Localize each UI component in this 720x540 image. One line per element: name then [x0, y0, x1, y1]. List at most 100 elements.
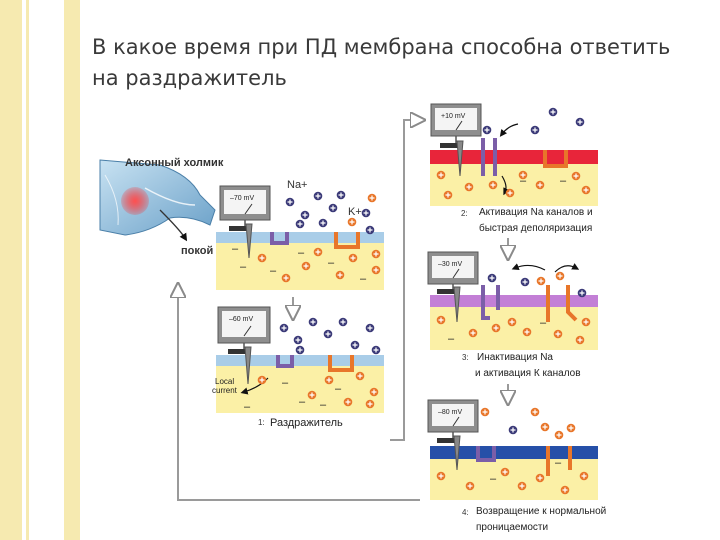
membrane	[430, 295, 598, 307]
k-ion	[518, 170, 528, 180]
k-ion	[571, 171, 581, 181]
step-number: 1:	[258, 418, 265, 427]
k-ion	[324, 375, 334, 385]
k-label: K+	[348, 206, 362, 218]
slide-title: В какое время при ПД мембрана способна о…	[92, 35, 671, 90]
k-ion	[535, 180, 545, 190]
local-current-label: Local	[215, 377, 234, 386]
negative-charge: –	[448, 333, 455, 345]
k-ion	[257, 375, 267, 385]
na-channel	[270, 232, 289, 245]
decorative-bar-right	[64, 0, 80, 540]
k-ion	[307, 390, 317, 400]
na-channel	[481, 285, 490, 320]
flow-arrow-return-to-rest	[178, 290, 420, 501]
k-ion	[581, 185, 591, 195]
step-number: 2:	[461, 209, 468, 218]
membrane	[216, 355, 384, 366]
k-ion	[507, 317, 517, 327]
step-number: 4:	[462, 508, 469, 517]
k-ion	[468, 328, 478, 338]
negative-charge: –	[540, 317, 547, 329]
k-ion	[465, 481, 475, 491]
k-ion	[553, 329, 563, 339]
na-channel	[276, 355, 294, 368]
step-label: Инактивация Na	[477, 352, 553, 363]
na-ion	[293, 335, 303, 345]
negative-charge: –	[270, 265, 277, 277]
k-channel	[334, 232, 360, 249]
na-ion	[548, 107, 558, 117]
k-ion	[281, 273, 291, 283]
k-ion	[560, 485, 570, 495]
na-channel	[481, 138, 497, 176]
panel-repolarization: –80 mV	[427, 399, 598, 500]
hillock-hotspot	[121, 187, 149, 215]
na-ion	[336, 190, 346, 200]
voltmeter-reading: –70 mV	[230, 195, 254, 202]
k-ion	[579, 471, 589, 481]
na-ion	[365, 225, 375, 235]
step-label: и активация К каналов	[475, 368, 581, 379]
negative-charge: –	[490, 473, 497, 485]
voltmeter-reading: –80 mV	[438, 409, 462, 416]
na-ion	[295, 345, 305, 355]
panel-rest: –70 mV Na+ K+	[216, 179, 384, 290]
k-ion	[301, 261, 311, 271]
negative-charge: –	[299, 396, 306, 408]
na-ion	[318, 218, 328, 228]
na-ion	[508, 425, 518, 435]
membrane	[430, 150, 598, 164]
voltmeter-reading: –60 mV	[229, 316, 253, 323]
step-label: быстрая деполяризация	[479, 222, 592, 234]
k-ion	[313, 247, 323, 257]
voltmeter-reading: –30 mV	[438, 261, 462, 268]
na-ion	[285, 197, 295, 207]
na-ion	[482, 125, 492, 135]
k-ion	[335, 270, 345, 280]
negative-charge: –	[560, 175, 567, 187]
k-ion	[581, 317, 591, 327]
negative-charge: –	[232, 243, 239, 255]
flow-arrows	[178, 120, 508, 501]
na-ion	[487, 273, 497, 283]
na-ion	[295, 219, 305, 229]
negative-charge: –	[282, 377, 289, 389]
step-label: Возвращение к нормальной	[476, 506, 606, 517]
negative-charge: –	[360, 273, 367, 285]
electrode	[244, 346, 252, 385]
k-ion	[536, 276, 546, 286]
step-number: 3:	[462, 353, 469, 362]
k-ion	[480, 407, 490, 417]
negative-charge: –	[328, 257, 335, 269]
electrode	[456, 140, 464, 177]
k-ion	[443, 190, 453, 200]
axon-hillock-label: Аксонный холмик	[125, 157, 224, 169]
na-ion	[530, 125, 540, 135]
k-ion	[348, 253, 358, 263]
k-ion	[575, 335, 585, 345]
k-channel	[546, 285, 578, 322]
k-channel	[543, 150, 568, 168]
membrane	[430, 446, 598, 459]
step-label: проницаемости	[476, 522, 548, 533]
k-ion	[491, 323, 501, 333]
k-ion	[367, 193, 377, 203]
na-ion	[328, 203, 338, 213]
k-ion	[566, 423, 576, 433]
na-ion	[300, 210, 310, 220]
membrane	[216, 232, 384, 243]
na-channel	[476, 446, 496, 462]
k-ion	[436, 315, 446, 325]
negative-charge: –	[555, 457, 562, 469]
step-label: Активация Na каналов и	[479, 207, 593, 218]
k-ion	[535, 473, 545, 483]
panel-depolarization: +10 mV	[430, 103, 598, 206]
na-ion	[365, 323, 375, 333]
k-ion	[522, 327, 532, 337]
k-ion	[355, 371, 365, 381]
na-ion	[371, 345, 381, 355]
electrode	[453, 435, 461, 471]
negative-charge: –	[520, 175, 527, 187]
